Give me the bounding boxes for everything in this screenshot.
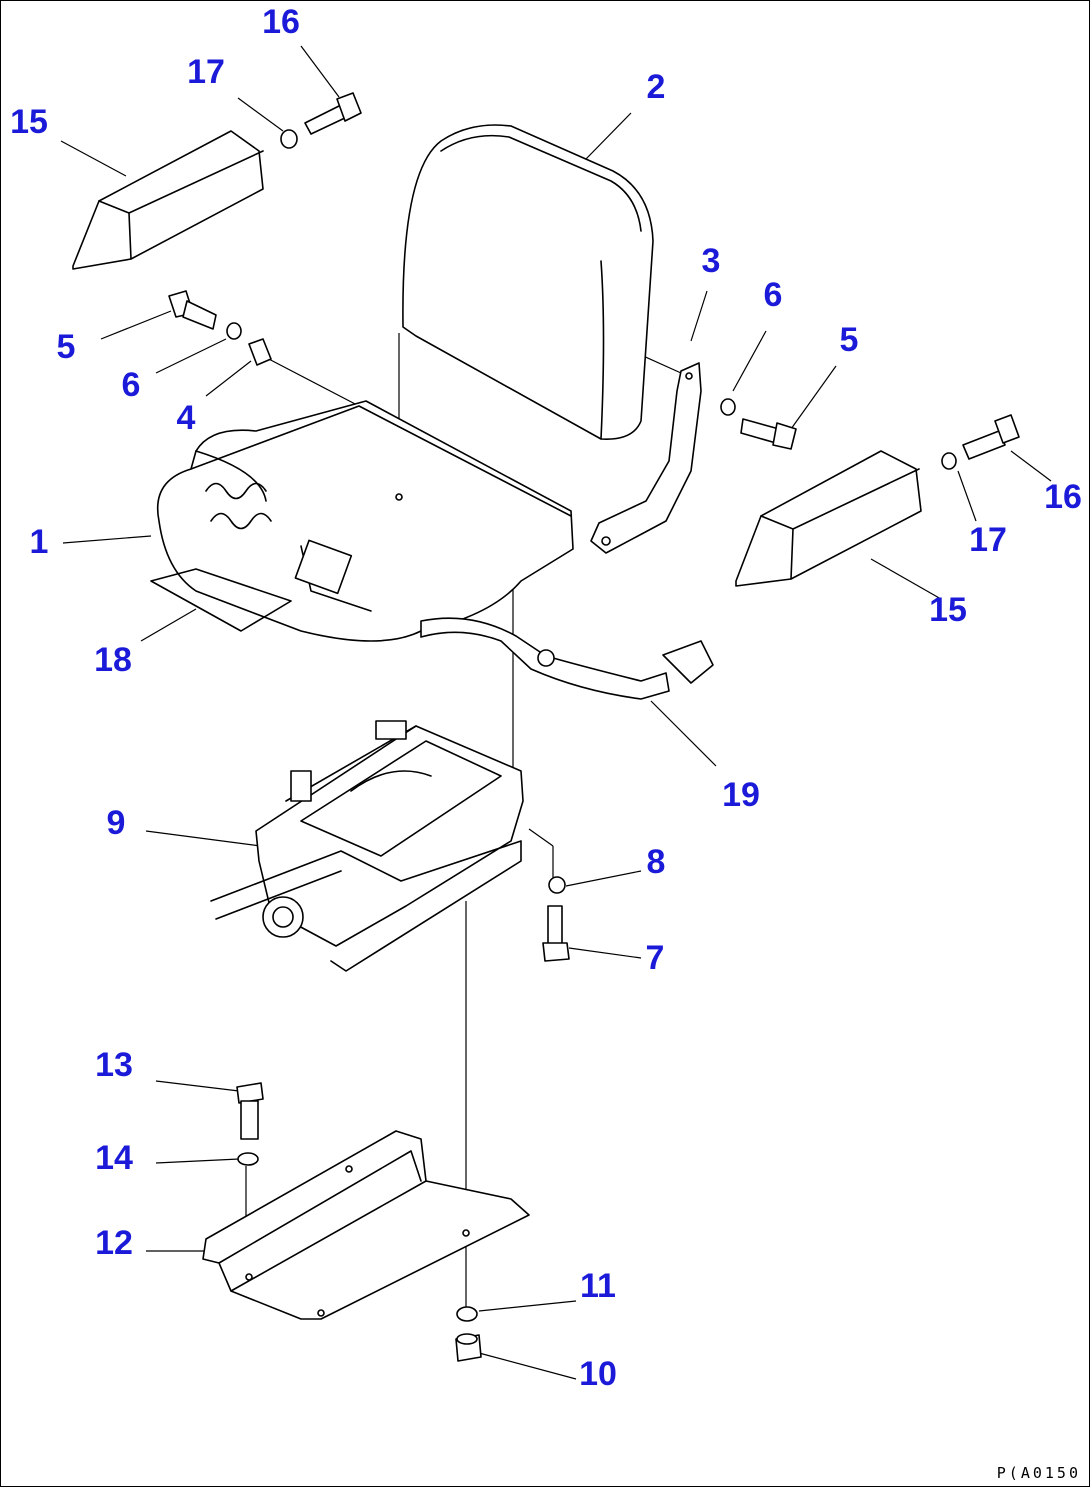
washer-11 xyxy=(456,1306,478,1322)
seat-belt-19 xyxy=(420,617,714,700)
callout-6-right: 6 xyxy=(764,276,783,314)
callout-15-left: 15 xyxy=(10,103,48,141)
callout-8: 8 xyxy=(647,843,666,881)
collar-4 xyxy=(248,338,272,366)
seat-cushion-1 xyxy=(157,400,574,642)
callout-6-left: 6 xyxy=(122,366,141,404)
callout-16-right: 16 xyxy=(1044,478,1082,516)
callout-18: 18 xyxy=(94,641,132,679)
washer-6-right xyxy=(720,398,736,416)
bolt-13 xyxy=(236,1082,264,1140)
bolt-7 xyxy=(542,905,570,962)
callout-17-left: 17 xyxy=(187,53,225,91)
callout-1: 1 xyxy=(30,523,49,561)
callout-9: 9 xyxy=(107,804,126,842)
callout-15-right: 15 xyxy=(929,591,967,629)
callout-14: 14 xyxy=(95,1139,133,1177)
callout-13: 13 xyxy=(95,1046,133,1084)
callout-10: 10 xyxy=(579,1355,617,1393)
label-18 xyxy=(150,568,292,632)
callout-5-left: 5 xyxy=(57,328,76,366)
armrest-15-right xyxy=(735,450,922,587)
callout-17-right: 17 xyxy=(969,521,1007,559)
bracket-3 xyxy=(590,362,702,554)
plate-12 xyxy=(202,1130,530,1320)
washer-14 xyxy=(237,1152,259,1166)
callout-19: 19 xyxy=(722,776,760,814)
washer-17-right xyxy=(941,452,957,470)
backrest-2 xyxy=(402,124,654,440)
bolt-16-right xyxy=(962,414,1020,460)
bolt-16-left xyxy=(304,92,362,135)
callout-16-left: 16 xyxy=(262,3,300,41)
armrest-15-left xyxy=(72,130,264,270)
callout-4: 4 xyxy=(177,399,196,437)
nut-10 xyxy=(455,1333,482,1362)
washer-17-left xyxy=(280,129,298,149)
callout-12: 12 xyxy=(95,1224,133,1262)
bolt-5-left xyxy=(168,290,217,330)
callout-11: 11 xyxy=(580,1267,616,1305)
callout-7: 7 xyxy=(646,939,665,977)
callout-3: 3 xyxy=(702,242,721,280)
bolt-5-right xyxy=(740,418,797,450)
callout-2: 2 xyxy=(647,68,666,106)
washer-6-left xyxy=(226,322,242,340)
callout-5-right: 5 xyxy=(840,321,859,359)
drawing-code: P(A0150 xyxy=(996,1464,1081,1482)
washer-8 xyxy=(548,876,566,894)
callout-labels: 1 2 3 4 5 5 6 6 7 8 9 10 11 12 13 14 15 … xyxy=(10,3,1082,1393)
suspension-9 xyxy=(210,720,524,972)
